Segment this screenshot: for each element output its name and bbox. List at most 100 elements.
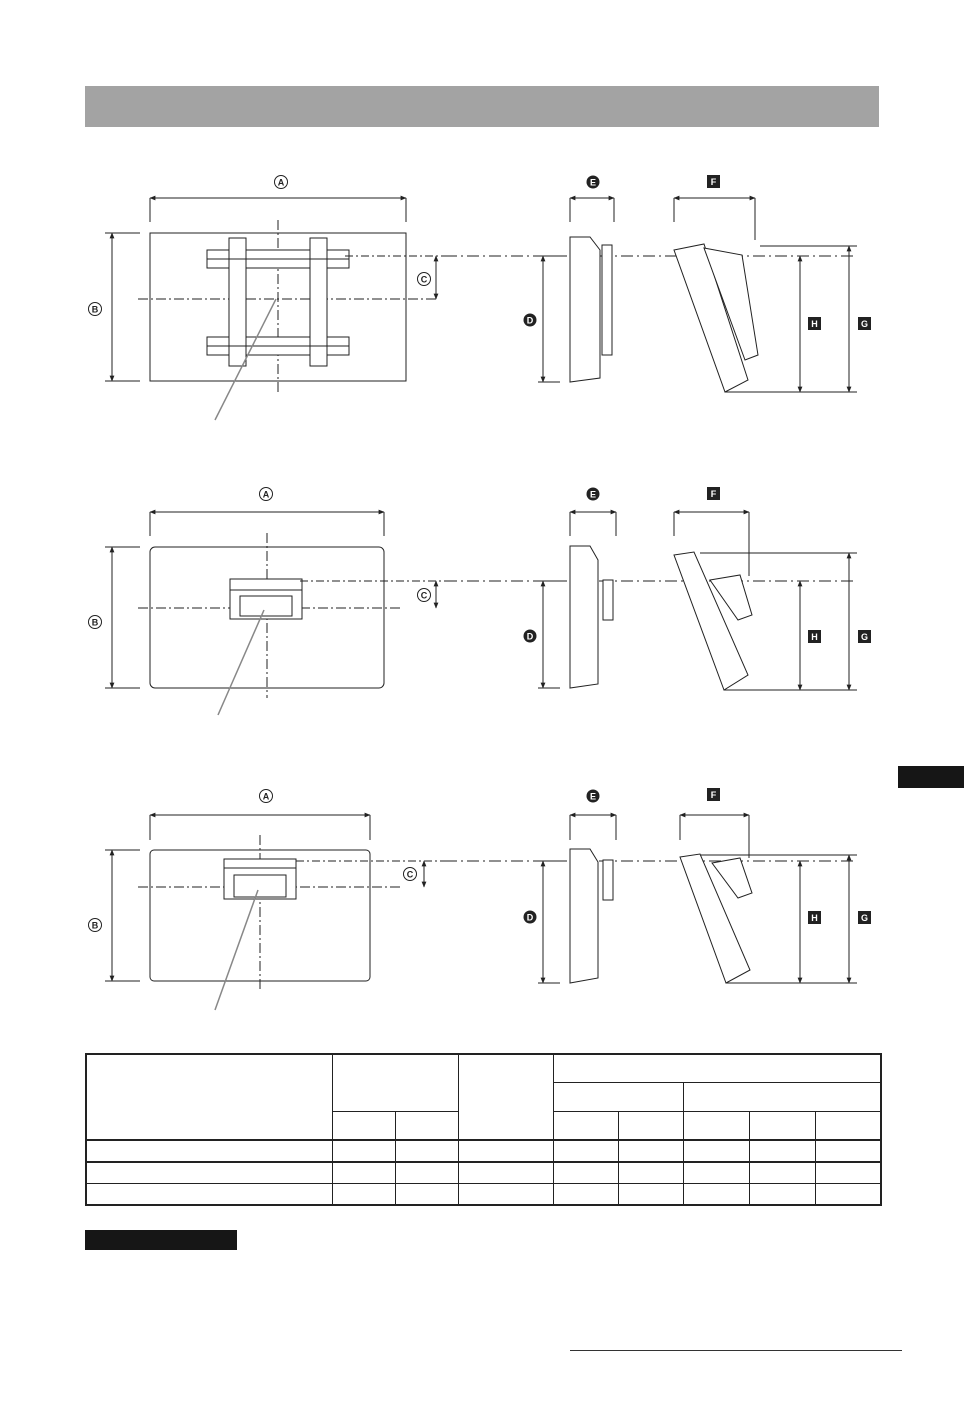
table-cell — [552, 1139, 619, 1163]
label-a: A — [259, 789, 273, 803]
label-a: A — [259, 487, 273, 501]
dimension-labels: A B C D E F H G A B C D E F H G A B C D … — [88, 175, 871, 932]
table-cell — [552, 1110, 619, 1141]
label-g: G — [858, 911, 871, 924]
table-row — [85, 1183, 882, 1206]
table-header-row-3 — [86, 1110, 882, 1141]
label-g: G — [858, 630, 871, 643]
label-d-text: D — [527, 913, 534, 923]
label-h: H — [808, 317, 821, 330]
label-c: C — [417, 588, 431, 602]
table-cell — [552, 1183, 619, 1206]
label-f: F — [707, 175, 720, 188]
label-c-text: C — [421, 591, 428, 601]
table-cell — [394, 1139, 459, 1163]
label-c-text: C — [407, 870, 414, 880]
table-cell — [85, 1183, 333, 1206]
label-d: D — [523, 629, 537, 643]
label-f-text: F — [711, 177, 717, 187]
label-f: F — [707, 487, 720, 500]
diagram-set-2 — [105, 509, 857, 716]
label-a-text: A — [263, 490, 270, 500]
table-cell — [682, 1161, 750, 1184]
label-d: D — [523, 910, 537, 924]
diagram-set-3 — [105, 812, 857, 1011]
label-e-text: E — [590, 792, 596, 802]
table-cell — [457, 1161, 554, 1184]
label-b: B — [88, 918, 102, 932]
table-header-group-2 — [457, 1053, 554, 1141]
label-h-text: H — [811, 319, 818, 329]
wall-bracket-small-3 — [223, 858, 297, 900]
table-cell — [331, 1183, 396, 1206]
label-b: B — [88, 615, 102, 629]
wall-bracket-small-2 — [229, 578, 303, 620]
diagram-set-1 — [105, 195, 857, 421]
footer-rule — [570, 1350, 902, 1351]
table-header-row-1 — [85, 1053, 882, 1141]
label-f-text: F — [711, 790, 717, 800]
table-cell — [331, 1110, 396, 1141]
table-cell — [617, 1183, 684, 1206]
table-cell — [682, 1183, 750, 1206]
tv-tilted-view-1 — [673, 243, 749, 393]
label-e: E — [586, 789, 600, 803]
table-cell — [457, 1139, 554, 1163]
label-e-text: E — [590, 178, 596, 188]
table-header-model — [85, 1053, 333, 1141]
wall-mount-dimension-diagrams: A B C D E F H G A B C D E F H G A B C D … — [88, 175, 871, 1011]
label-b-text: B — [92, 921, 99, 931]
table-cell — [617, 1110, 684, 1141]
table-cell — [617, 1139, 684, 1163]
table-header-sub-2 — [682, 1081, 882, 1112]
section-header-bar — [85, 86, 879, 127]
table-cell — [814, 1161, 882, 1184]
label-g: G — [858, 317, 871, 330]
table-cell — [748, 1161, 816, 1184]
wall-bracket-large-1 — [206, 237, 350, 367]
table-cell — [394, 1110, 459, 1141]
label-c: C — [403, 867, 417, 881]
label-f-text: F — [711, 489, 717, 499]
label-a: A — [274, 175, 288, 189]
table-cell — [748, 1139, 816, 1163]
label-h-text: H — [811, 632, 818, 642]
chapter-index-tab — [898, 766, 964, 788]
table-cell — [331, 1161, 396, 1184]
table-cell — [814, 1183, 882, 1206]
table-cell — [682, 1139, 750, 1163]
label-b-text: B — [92, 305, 99, 315]
table-row — [85, 1139, 882, 1163]
label-g-text: G — [861, 913, 868, 923]
label-g-text: G — [861, 632, 868, 642]
table-header-group-3 — [552, 1053, 882, 1083]
table-cell — [394, 1183, 459, 1206]
label-h: H — [808, 630, 821, 643]
tv-tilted-view-3 — [679, 853, 751, 984]
label-a-text: A — [263, 792, 270, 802]
label-e: E — [586, 487, 600, 501]
label-b-text: B — [92, 618, 99, 628]
table-header-row-2 — [86, 1081, 882, 1112]
table-cell — [814, 1139, 882, 1163]
label-d-text: D — [527, 632, 534, 642]
label-h-text: H — [811, 913, 818, 923]
label-f: F — [707, 788, 720, 801]
tv-tilted-view-2 — [673, 551, 749, 691]
label-h: H — [808, 911, 821, 924]
table-cell — [748, 1110, 816, 1141]
label-d-text: D — [527, 316, 534, 326]
table-cell — [748, 1183, 816, 1206]
table-cell — [85, 1139, 333, 1163]
table-header-group-1 — [331, 1053, 459, 1112]
tv-side-view-1 — [569, 236, 601, 383]
table-row — [85, 1161, 882, 1184]
label-e-text: E — [590, 490, 596, 500]
note-heading-bar — [85, 1230, 237, 1250]
table-cell — [682, 1110, 750, 1141]
table-cell — [85, 1161, 333, 1184]
tv-side-view-2 — [569, 545, 599, 689]
label-e: E — [586, 175, 600, 189]
label-a-text: A — [278, 178, 285, 188]
dimensions-table — [85, 1053, 883, 1206]
